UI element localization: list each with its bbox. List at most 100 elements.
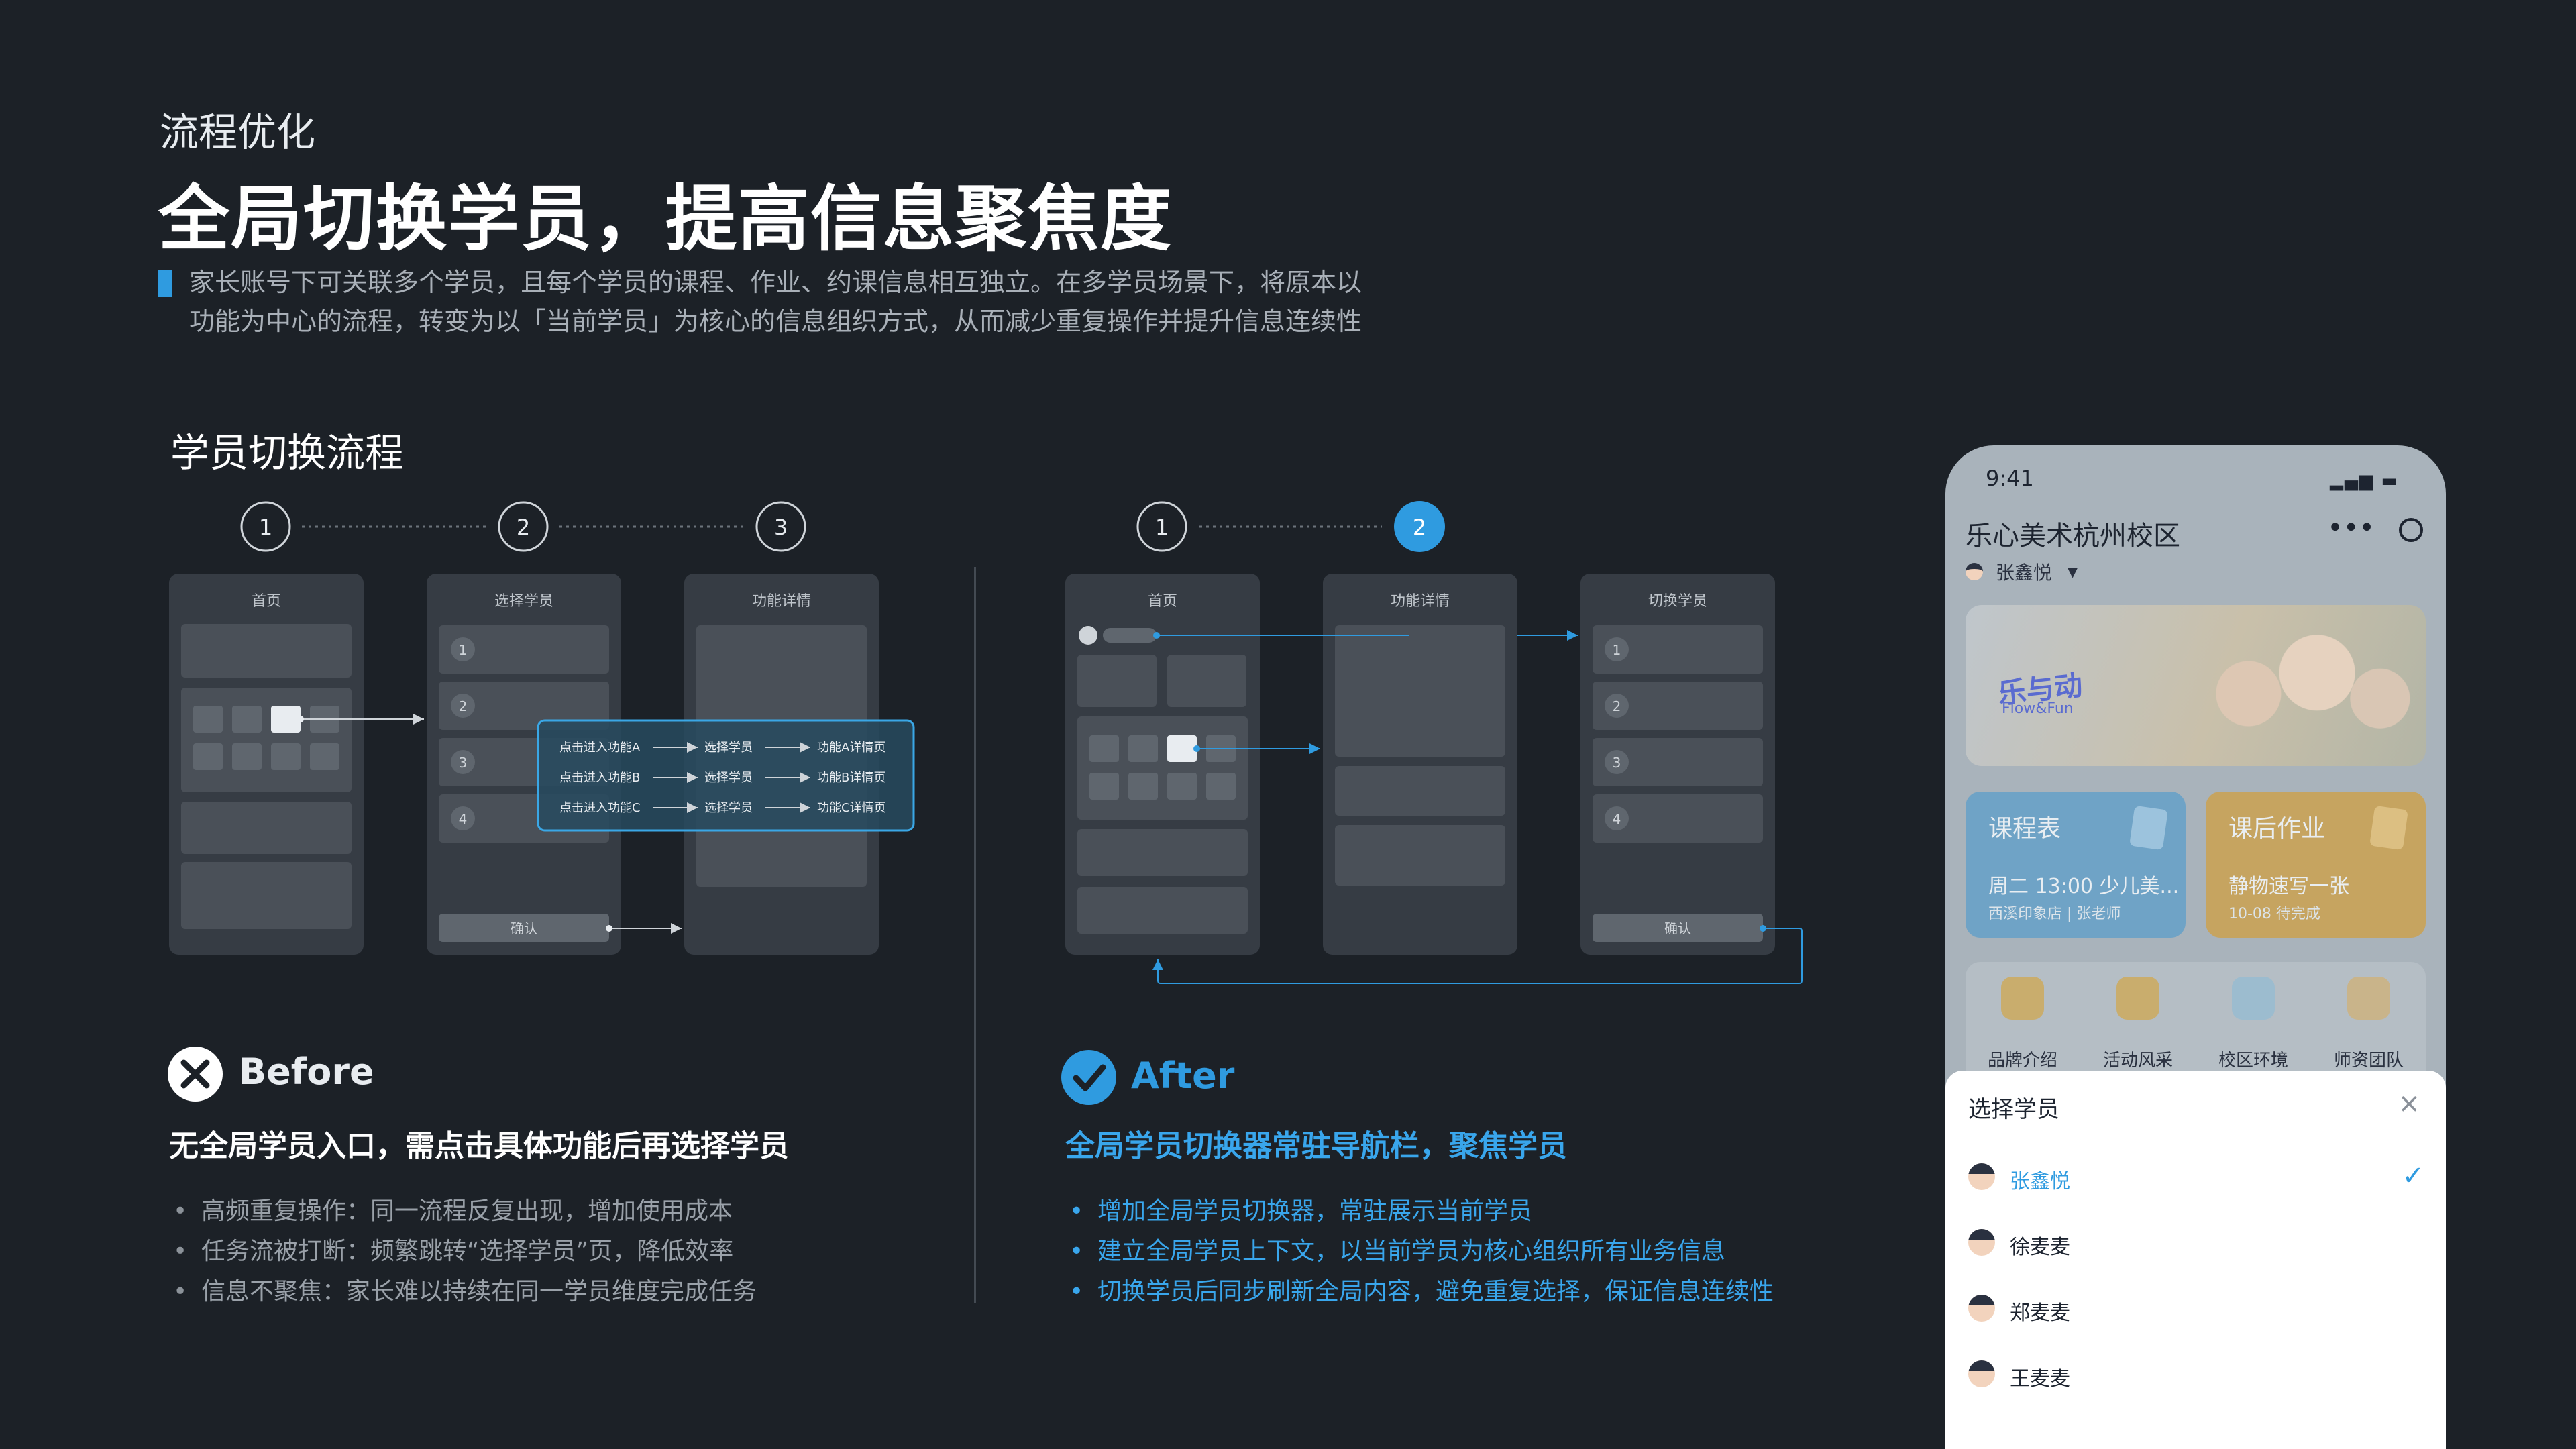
schedule-card-title: 课程表: [1988, 815, 2061, 843]
after-bullet-2: 建立全局学员上下文，以当前学员为核心组织所有业务信息: [1067, 1232, 1774, 1272]
quick-link-teachers-label: 师资团队: [2333, 1051, 2404, 1071]
before-screen-home: 首页: [169, 574, 364, 955]
intro-paragraph: 家长账号下可关联多个学员，且每个学员的课程、作业、约课信息相互独立。在多学员场景…: [189, 263, 1477, 341]
before-step-1: [240, 501, 291, 552]
book-icon: [2129, 805, 2168, 851]
student-option-2[interactable]: 徐麦麦: [1968, 1222, 2424, 1263]
phone-signal-battery-icon: ▂▄▆ ▬: [2330, 471, 2399, 491]
student-avatar-icon: [1966, 563, 1983, 580]
notebook-icon: [2369, 805, 2408, 851]
before-select-row-4: 4: [459, 811, 468, 827]
after-arrow-confirm-dot: [1760, 925, 1766, 932]
student-option-name: 王麦麦: [2010, 1367, 2070, 1391]
after-screen-home: 首页: [1065, 574, 1260, 955]
before-arrow-confirm-dot: [606, 925, 612, 932]
student-option-3[interactable]: 郑麦麦: [1968, 1288, 2424, 1328]
popup-entry-a: 点击进入功能A: [559, 741, 641, 755]
team-icon: [2347, 977, 2390, 1020]
select-student-sheet: 选择学员 × 张鑫悦 ✓ 徐麦麦 郑麦麦 王麦麦: [1945, 1071, 2446, 1449]
phone-status-time: 9:41: [1986, 466, 2034, 491]
after-home-switcher: [1103, 628, 1157, 643]
before-home-highlight-tile: [271, 706, 301, 733]
phone-school-title: 乐心美术杭州校区: [1966, 521, 2180, 551]
homework-card[interactable]: 课后作业 静物速写一张 10-08 待完成: [2206, 792, 2426, 938]
after-screen-switch-student: 切换学员 1 2 3 4 确认: [1580, 574, 1775, 955]
after-bullet-1: 增加全局学员切换器，常驻展示当前学员: [1067, 1191, 1774, 1232]
after-check-glyph: [1073, 1064, 1106, 1091]
student-option-4[interactable]: 王麦麦: [1968, 1354, 2424, 1394]
schedule-card-line: 周二 13:00 少儿美...: [1988, 875, 2180, 898]
before-select-row-1: 1: [459, 642, 468, 658]
current-student-name: 张鑫悦: [1995, 561, 2052, 584]
before-screen-select-title: 选择学员: [494, 593, 553, 610]
after-arrow-switcher-dot: [1153, 632, 1160, 639]
before-step-indicators: 1 2 3: [240, 501, 806, 552]
after-label: After: [1131, 1055, 1235, 1097]
close-icon[interactable]: ×: [2398, 1088, 2420, 1119]
after-switch-row-2: 2: [1613, 698, 1621, 714]
student-option-1[interactable]: 张鑫悦 ✓: [1968, 1157, 2424, 1197]
popup-entry-c: 点击进入功能C: [559, 801, 641, 815]
homework-card-line: 静物速写一张: [2229, 875, 2349, 898]
quick-link-activities[interactable]: 活动风采: [2088, 977, 2188, 1071]
before-bullet-3: 信息不聚焦：家长难以持续在同一学员维度完成任务: [170, 1272, 757, 1312]
after-step-1-label: 1: [1155, 515, 1169, 540]
after-confirm-label: 确认: [1664, 920, 1691, 936]
before-step-2: [498, 501, 549, 552]
popup-detail-c: 功能C详情页: [817, 801, 886, 815]
before-select-row-2: 2: [459, 698, 468, 714]
promo-banner[interactable]: 乐与动 Flow&Fun: [1966, 605, 2426, 766]
after-screen-detail: 功能详情: [1323, 574, 1517, 955]
intro-line-1: 家长账号下可关联多个学员，且每个学员的课程、作业、约课信息相互独立。在多学员场景…: [189, 268, 1362, 297]
popup-detail-b: 功能B详情页: [817, 771, 885, 785]
before-screen-home-title: 首页: [252, 593, 281, 610]
more-icon[interactable]: •••: [2327, 513, 2375, 543]
before-confirm-button: [439, 914, 609, 942]
before-step-3-label: 3: [774, 515, 788, 540]
student-option-name: 郑麦麦: [2010, 1301, 2070, 1325]
after-switch-row-4: 4: [1613, 811, 1621, 827]
quick-link-campus-label: 校区环境: [2218, 1051, 2288, 1071]
banner-kids-photo: [2140, 605, 2426, 766]
before-bullet-list: 高频重复操作：同一流程反复出现，增加使用成本 任务流被打断：频繁跳转“选择学员”…: [170, 1191, 757, 1312]
phone-mockup: 9:41 ▂▄▆ ▬ 乐心美术杭州校区 ••• 张鑫悦 ▼ 乐与动 Flow&F…: [1945, 445, 2446, 1449]
flow-section-title: 学员切换流程: [170, 430, 405, 476]
house-icon: [2232, 977, 2275, 1020]
intro-accent-bar: [158, 270, 172, 297]
homework-card-meta: 10-08 待完成: [2229, 906, 2320, 922]
chevron-down-icon: ▼: [2067, 564, 2078, 580]
section-kicker: 流程优化: [160, 109, 316, 155]
student-switcher[interactable]: 张鑫悦 ▼: [1966, 558, 2078, 585]
popup-detail-a: 功能A详情页: [817, 741, 885, 755]
student-option-name: 张鑫悦: [2010, 1170, 2070, 1193]
homework-card-title: 课后作业: [2229, 815, 2326, 843]
before-step-2-label: 2: [517, 515, 530, 540]
before-screen-detail-title: 功能详情: [752, 593, 811, 610]
target-icon[interactable]: [2399, 518, 2423, 542]
student-avatar-icon: [1968, 1360, 1995, 1387]
after-screen-switch-title: 切换学员: [1648, 593, 1707, 610]
page-headline: 全局切换学员，提高信息聚焦度: [158, 178, 1173, 260]
sheet-title: 选择学员: [1968, 1096, 2059, 1123]
popup-select-b: 选择学员: [704, 771, 753, 785]
after-confirm-button: [1593, 914, 1763, 942]
megaphone-icon: [2116, 977, 2159, 1020]
after-screen-detail-title: 功能详情: [1391, 593, 1450, 610]
after-home-highlight-tile: [1167, 735, 1197, 762]
student-avatar-icon: [1968, 1163, 1995, 1190]
before-step-3: [755, 501, 806, 552]
quick-link-teachers[interactable]: 师资团队: [2318, 977, 2419, 1071]
schedule-card-meta: 西溪印象店 | 张老师: [1988, 906, 2121, 922]
quick-link-campus[interactable]: 校区环境: [2203, 977, 2304, 1071]
before-repeat-flow-popup: 点击进入功能A 选择学员 功能A详情页 点击进入功能B 选择学员 功能B详情页 …: [537, 719, 915, 832]
before-step-1-label: 1: [259, 515, 272, 540]
before-bullet-2: 任务流被打断：频繁跳转“选择学员”页，降低效率: [170, 1232, 757, 1272]
after-step-2-label: 2: [1413, 515, 1426, 540]
popup-select-c: 选择学员: [704, 801, 753, 815]
student-avatar-icon: [1968, 1229, 1995, 1256]
after-step-indicators: 1 2: [1136, 501, 1445, 552]
schedule-card[interactable]: 课程表 周二 13:00 少儿美... 西溪印象店 | 张老师: [1966, 792, 2186, 938]
quick-link-brand[interactable]: 品牌介绍: [1972, 977, 2073, 1071]
crown-icon: [2001, 977, 2044, 1020]
